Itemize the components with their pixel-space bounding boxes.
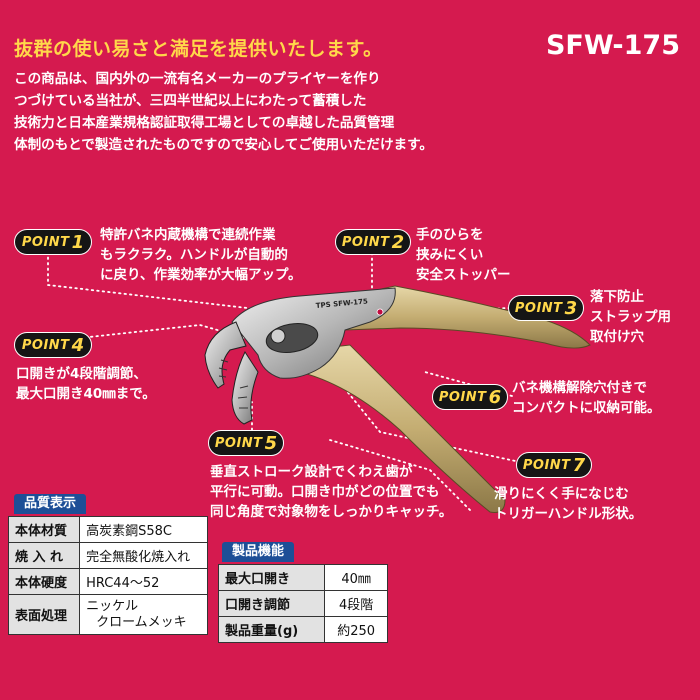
leader-line-1	[47, 251, 283, 313]
lower-handle	[299, 344, 506, 513]
quality-label: 本体材質	[7, 516, 81, 543]
function-label: 口開き調節	[217, 590, 326, 617]
leader-line-7	[319, 357, 521, 463]
leader-line-5b	[329, 439, 471, 511]
pivot-bolt	[270, 328, 286, 344]
table-row: 表面処理 ニッケル クロームメッキ	[7, 594, 208, 635]
table-row: 焼 入 れ 完全無酸化焼入れ	[7, 542, 208, 569]
upper-handle	[339, 285, 591, 349]
headline: 抜群の使い易さと満足を提供いたします。	[14, 38, 383, 60]
quality-table: 本体材質 高炭素鋼S58C 焼 入 れ 完全無酸化焼入れ 本体硬度 HRC44～…	[7, 516, 208, 635]
model-number: SFW-175	[545, 30, 680, 61]
point-text-4: 口開きが4段階調節、最大口開き40㎜まで。	[16, 366, 156, 402]
quality-table-title: 品質表示	[14, 494, 87, 514]
point-text-5: 垂直ストローク設計でくわえ歯が平行に可動。口開き巾がどの位置でも同じ角度で対象物…	[210, 464, 453, 520]
upper-jaw	[204, 321, 247, 389]
leader-line-4	[79, 324, 253, 341]
point-text-7: 滑りにくく手になじむトリガーハンドル形状。	[494, 486, 643, 522]
function-value: 約250	[324, 616, 388, 643]
table-row: 最大口開き 40㎜	[217, 564, 388, 591]
quality-value: 高炭素鋼S58C	[79, 516, 208, 543]
intro-line: この商品は、国内外の一流有名メーカーのプライヤーを作り	[14, 71, 381, 87]
quality-label: 本体硬度	[7, 568, 81, 595]
table-row: 製品重量(g) 約250	[217, 616, 388, 643]
function-value: 4段階	[324, 590, 388, 617]
quality-value: HRC44～52	[79, 568, 208, 595]
point-text-2: 手のひらを挟みにくい安全ストッパー	[416, 227, 511, 283]
lower-jaw	[231, 350, 259, 425]
function-label: 最大口開き	[217, 564, 326, 591]
intro-line: つづけている当社が、三四半世紀以上にわたって蓄積した	[14, 93, 367, 109]
point-text-1: 特許バネ内蔵機構で連続作業もラクラク。ハンドルが自動的に戻り、作業効率が大幅アッ…	[100, 227, 302, 283]
strap-hole	[376, 308, 384, 316]
quality-value: ニッケル クロームメッキ	[79, 594, 208, 635]
table-row: 本体材質 高炭素鋼S58C	[7, 516, 208, 543]
quality-label: 焼 入 れ	[7, 542, 81, 569]
intro-line: 体制のもとで製造されたものですので安心してご使用いただけます。	[14, 137, 433, 153]
table-row: 口開き調節 4段階	[217, 590, 388, 617]
intro-line: 技術力と日本産業規格認証取得工場としての卓越した品質管理	[14, 115, 395, 131]
function-table: 最大口開き 40㎜ 口開き調節 4段階 製品重量(g) 約250	[217, 564, 388, 643]
point-text-6: バネ機構解除穴付きでコンパクトに収納可能。	[512, 380, 661, 416]
table-row: 本体硬度 HRC44～52	[7, 568, 208, 595]
quality-value: 完全無酸化焼入れ	[79, 542, 208, 569]
point-text-3: 落下防止ストラップ用取付け穴	[590, 289, 671, 345]
quality-label: 表面処理	[7, 594, 81, 635]
function-label: 製品重量(g)	[217, 616, 326, 643]
function-table-title: 製品機能	[222, 542, 295, 562]
intro-text: この商品は、国内外の一流有名メーカーのプライヤーを作り つづけている当社が、三四…	[14, 68, 574, 156]
function-value: 40㎜	[324, 564, 388, 591]
